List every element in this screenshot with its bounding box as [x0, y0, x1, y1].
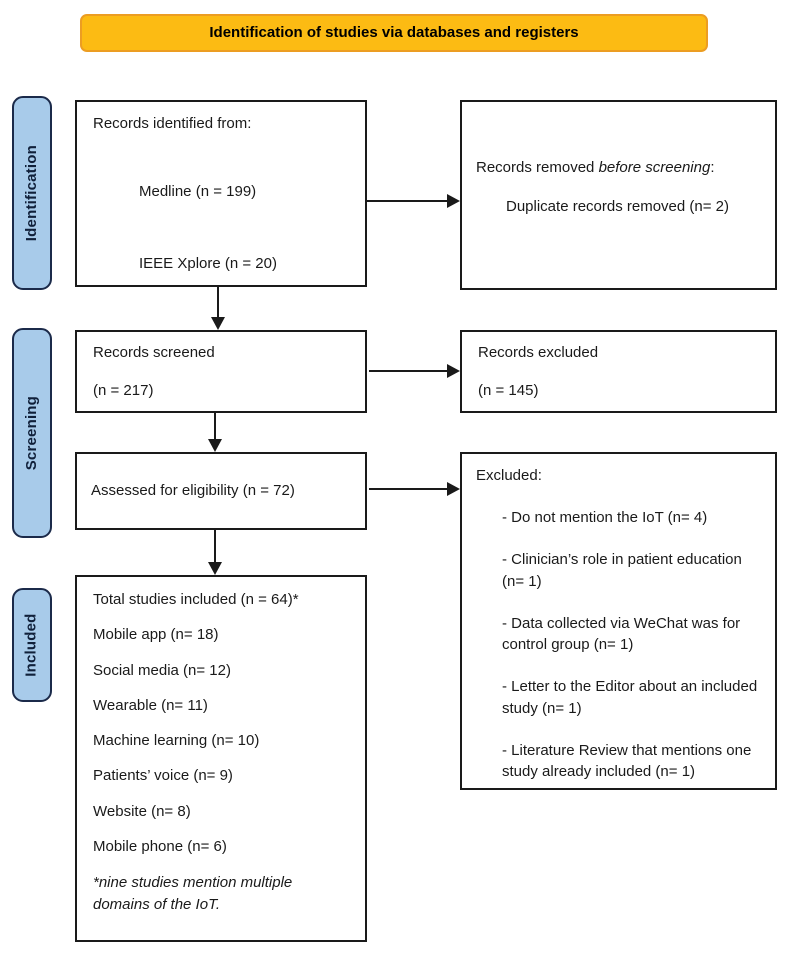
- excluded-reason-item: - Letter to the Editor about an included…: [502, 678, 758, 717]
- banner-label: Identification of studies via databases …: [209, 23, 579, 41]
- excluded-reasons-list: Excluded: - Do not mention the IoT (n= 4…: [462, 454, 775, 788]
- included-domain: Mobile phone (n= 6): [93, 837, 227, 855]
- records-removed-title-suffix: :: [710, 159, 715, 176]
- included-total: Total studies included (n = 64)*: [93, 591, 299, 608]
- box-assessed-eligibility: Assessed for eligibility (n = 72): [75, 452, 367, 530]
- included-studies-list: Total studies included (n = 64)* Mobile …: [77, 577, 365, 940]
- records-screened-line1: Records screened: [93, 344, 215, 361]
- arrow-head-icon: [208, 562, 222, 575]
- arrow-head-icon: [447, 482, 460, 496]
- records-identified-title: Records identified from:: [93, 115, 252, 132]
- included-domain: Social media (n= 12): [93, 661, 231, 679]
- box-excluded-reasons: Excluded: - Do not mention the IoT (n= 4…: [460, 452, 777, 790]
- excluded-reason-item: - Clinician’s role in patient education …: [502, 551, 742, 590]
- box-included-studies: Total studies included (n = 64)* Mobile …: [75, 575, 367, 942]
- records-excluded-count: (n = 145): [478, 382, 539, 399]
- box-records-removed: Records removed before screening: Duplic…: [460, 100, 777, 290]
- excluded-reason-item: - Literature Review that mentions one st…: [502, 741, 752, 781]
- included-footnote: *nine studies mention multiple domains o…: [93, 874, 293, 913]
- records-removed-duplicates: Duplicate records removed (n= 2): [506, 198, 730, 215]
- excluded-reasons-title: Excluded:: [476, 467, 542, 484]
- stage-included: Included: [12, 588, 52, 702]
- box-records-excluded: Records excluded (n = 145): [460, 330, 777, 413]
- arrow-head-icon: [208, 439, 222, 452]
- box-records-identified: Records identified from: Medline (n = 19…: [75, 100, 367, 287]
- included-domain: Wearable (n= 11): [93, 696, 208, 714]
- arrow-head-icon: [211, 317, 225, 330]
- records-removed-title: Records removed before screening:: [476, 158, 714, 178]
- included-domain: Machine learning (n= 10): [93, 732, 260, 749]
- stage-identification: Identification: [12, 96, 52, 290]
- arrow-line: [367, 200, 448, 202]
- records-screened-count: (n = 217): [93, 382, 154, 399]
- records-identified-medline: Medline (n = 199): [139, 183, 257, 200]
- included-domain: Website (n= 8): [93, 802, 191, 820]
- excluded-reason-item: - Data collected via WeChat was for cont…: [502, 614, 741, 654]
- arrow-head-icon: [447, 194, 460, 208]
- arrow-line: [214, 530, 216, 563]
- arrow-line: [217, 287, 219, 319]
- records-excluded-line1: Records excluded: [478, 344, 599, 361]
- records-identified-ieee: IEEE Xplore (n = 20): [139, 255, 277, 272]
- stage-included-label: Included: [22, 613, 40, 677]
- arrow-line: [369, 488, 448, 490]
- banner-identification-via-databases: Identification of studies via databases …: [80, 14, 708, 52]
- arrow-line: [214, 413, 216, 440]
- included-domain: Mobile app (n= 18): [93, 626, 219, 644]
- arrow-head-icon: [447, 364, 460, 378]
- arrow-line: [369, 370, 448, 372]
- box-records-screened: Records screened (n = 217): [75, 330, 367, 413]
- records-removed-title-italic: before screening: [598, 159, 711, 176]
- stage-screening-label: Screening: [22, 395, 40, 471]
- included-domain: Patients’ voice (n= 9): [93, 767, 233, 785]
- excluded-reason-item: - Do not mention the IoT (n= 4): [502, 509, 708, 527]
- stage-identification-label: Identification: [22, 144, 40, 242]
- assessed-eligibility-label: Assessed for eligibility (n = 72): [91, 481, 295, 499]
- stage-screening: Screening: [12, 328, 52, 538]
- records-removed-title-prefix: Records removed: [476, 159, 599, 176]
